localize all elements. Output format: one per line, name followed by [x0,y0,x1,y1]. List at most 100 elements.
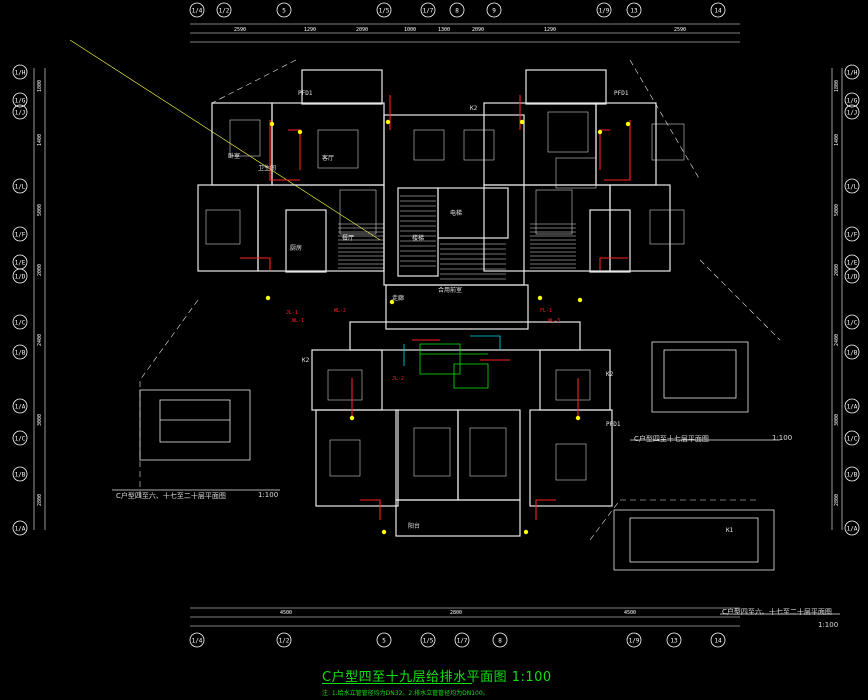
svg-text:1/D: 1/D [15,274,26,281]
caption-right-bottom: C户型四至六、十七至二十层平面图 [722,608,832,616]
axis-bubble-top-2: 5 [276,2,292,18]
left-axis-bubbles: 1/H1/G1/J1/L1/F1/E1/D1/C1/B1/A1/C1/B1/A [12,64,28,536]
axis-bubble-bottom-0: 1/4 [189,632,205,648]
axis-bubble-right-6: 1/D [844,268,860,284]
equipment-cluster [419,343,489,389]
dimtext-top-0: 2590 [234,27,246,33]
dimtext-bottom-2: 4500 [624,610,636,616]
axis-bubble-left-0: 1/H [12,64,28,80]
pipe-tag-0: JL-1 [286,310,298,316]
axis-bubble-bottom-4: 1/7 [454,632,470,648]
dimtext-bottom-1: 2800 [450,610,462,616]
axis-bubble-right-8: 1/B [844,344,860,360]
pipe-tag-2: WL-2 [334,308,346,314]
axis-bubble-top-3: 1/5 [376,2,392,18]
svg-text:1/A: 1/A [15,404,26,411]
room-dining-label: 餐厅 [342,234,354,242]
svg-text:1/J: 1/J [847,110,858,117]
svg-text:5: 5 [382,638,386,645]
svg-text:1/5: 1/5 [423,638,434,645]
svg-text:1/5: 1/5 [379,8,390,15]
axis-bubble-bottom-8: 14 [710,632,726,648]
top-dimension-chain [190,23,740,43]
axis-bubble-bottom-5: 8 [492,632,508,648]
svg-text:1/2: 1/2 [219,8,230,15]
svg-text:13: 13 [670,638,678,645]
axis-bubble-right-lower-2: 1/A [844,520,860,536]
svg-text:1/J: 1/J [15,110,26,117]
axis-bubble-right-lower-1: 1/B [844,466,860,482]
k2-left-label: K2 [302,357,310,364]
svg-text:1/C: 1/C [15,320,26,327]
axis-bubble-right-1: 1/G [844,92,860,108]
pipe-tag-1: WL-1 [292,318,304,324]
svg-text:1/C: 1/C [847,436,858,443]
svg-text:1/F: 1/F [847,232,858,239]
axis-bubble-right-0: 1/H [844,64,860,80]
svg-text:1/G: 1/G [847,98,858,105]
dimtext-top-4: 1300 [438,27,450,33]
dimtext-left-1: 1400 [37,134,43,146]
dimtext-top-7: 2590 [674,27,686,33]
detail-right-bottom [613,509,840,615]
axis-bubble-bottom-2: 5 [376,632,392,648]
axis-bubble-top-1: 1/2 [216,2,232,18]
svg-text:14: 14 [714,638,722,645]
dimtext-top-6: 1290 [544,27,556,33]
svg-text:1/A: 1/A [847,404,858,411]
dimtext-left-3: 2000 [37,264,43,276]
leader-line [69,39,381,241]
bottom-dimension-chain [190,607,740,627]
svg-text:1/7: 1/7 [457,638,468,645]
axis-bubble-left-8: 1/B [12,344,28,360]
svg-text:1/L: 1/L [15,184,26,191]
plumbing-pipes [240,95,631,520]
pipe-tag-5: JL-2 [392,376,404,382]
svg-text:1/B: 1/B [847,472,858,479]
axis-bubble-right-5: 1/E [844,254,860,270]
svg-text:9: 9 [492,8,496,15]
axis-bubble-left-5: 1/E [12,254,28,270]
axis-bubble-left-7: 1/C [12,314,28,330]
svg-text:8: 8 [455,8,459,15]
svg-text:1/C: 1/C [847,320,858,327]
axis-bubble-top-0: 1/4 [189,2,205,18]
pfd1-right-label: PFD1 [614,90,629,97]
svg-text:1/2: 1/2 [279,638,290,645]
dimtext-left-4: 2400 [37,334,43,346]
axis-bubble-top-7: 1/9 [596,2,612,18]
room-elevator-label: 电梯 [450,209,462,217]
svg-text:1/D: 1/D [847,274,858,281]
svg-text:1/E: 1/E [847,260,858,267]
svg-text:1/9: 1/9 [599,8,610,15]
svg-text:1/B: 1/B [847,350,858,357]
axis-bubble-right-2: 1/J [844,104,860,120]
axis-bubble-bottom-3: 1/5 [420,632,436,648]
caption-left: C户型四至六、十七至二十层平面图 [116,492,226,500]
furniture-blocks [205,111,685,481]
axis-bubble-left-1: 1/G [12,92,28,108]
room-bedroom-label: 卧室 [228,152,240,160]
dimtext-top-5: 2090 [472,27,484,33]
dimtext-right-3: 2000 [834,264,840,276]
room-balcony-label: 阳台 [408,522,420,530]
axis-bubble-top-4: 1/7 [420,2,436,18]
axis-bubble-bottom-1: 1/2 [276,632,292,648]
svg-text:1/H: 1/H [847,70,858,77]
svg-text:1/A: 1/A [847,526,858,533]
scope-outline [139,59,781,541]
drawing-title: C户型四至十九层给排水平面图 1:100 [322,670,552,685]
pfd1-lower-label: PFD1 [606,421,621,428]
room-kitchen-label: 厨房 [290,244,302,252]
pfd1-left-label: PFD1 [298,90,313,97]
room-stair-label: 楼梯 [412,234,424,242]
dimtext-left-5: 3000 [37,414,43,426]
riser-markers [265,119,631,535]
room-toilet-label: 卫生间 [258,164,276,172]
title-underline [322,683,472,684]
svg-text:1/4: 1/4 [192,638,203,645]
svg-text:8: 8 [498,638,502,645]
svg-text:1/L: 1/L [847,184,858,191]
